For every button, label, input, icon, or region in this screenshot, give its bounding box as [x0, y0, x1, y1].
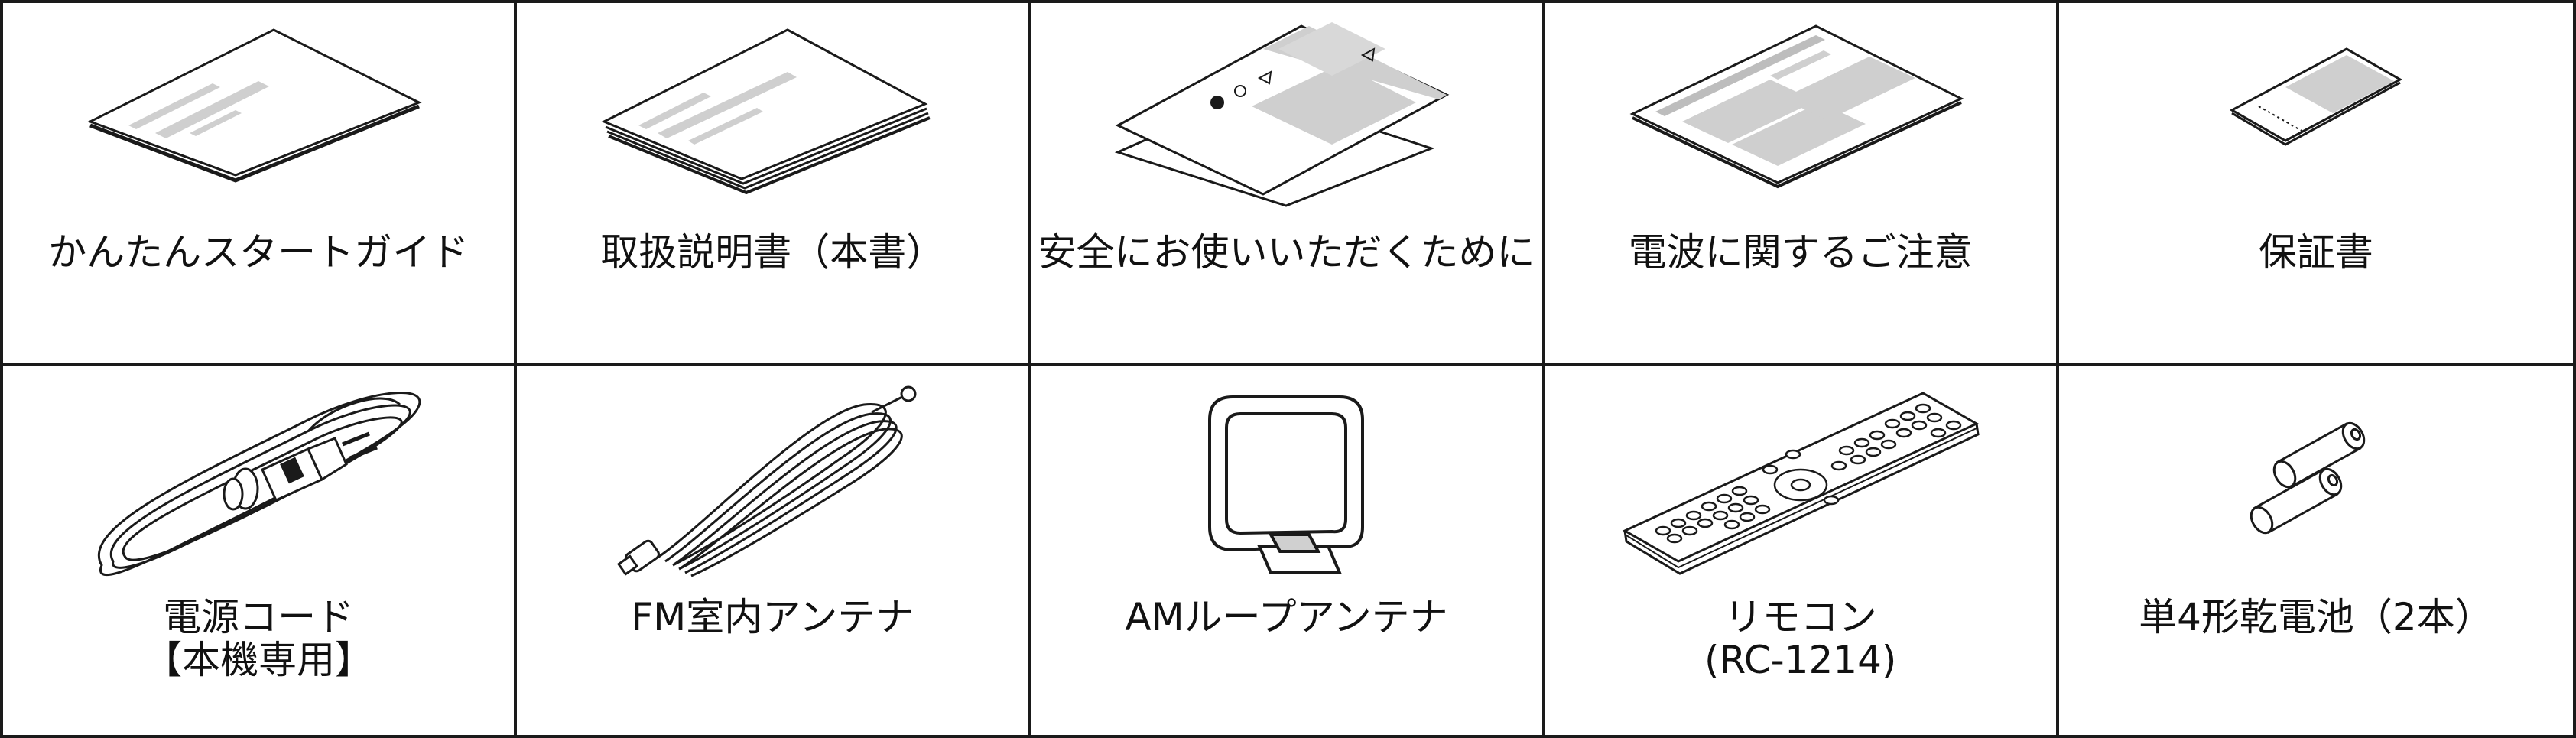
- accessory-cell-quick-start-guide: かんたんスタートガイド: [3, 3, 518, 366]
- accessory-label: リモコン (RC-1214): [1704, 595, 1897, 682]
- accessory-cell-am-loop-antenna: AMループアンテナ: [1031, 366, 1545, 735]
- remote-control-icon: [1622, 392, 1980, 575]
- am-loop-antenna-icon: [1208, 395, 1365, 574]
- accessory-cell-radio-wave-notice: 電波に関するご注意: [1545, 3, 2059, 366]
- aaa-batteries-icon: [2250, 421, 2366, 535]
- quick-start-guide-icon: [87, 28, 422, 183]
- accessory-label: 電源コード 【本機専用】: [144, 595, 374, 682]
- accessory-label: FM室内アンテナ: [631, 595, 914, 639]
- accessory-label: AMループアンテナ: [1125, 595, 1448, 639]
- accessory-cell-warranty-card: 保証書: [2058, 3, 2573, 366]
- safety-instructions-icon: [1115, 22, 1450, 207]
- owners-manual-icon: [601, 28, 931, 194]
- radio-wave-notice-icon: [1629, 24, 1964, 189]
- accessory-label: 電波に関するご注意: [1628, 230, 1973, 275]
- accessory-cell-power-cord: 電源コード 【本機専用】: [3, 366, 518, 735]
- fm-indoor-antenna-icon: [617, 385, 917, 577]
- accessory-label: かんたんスタートガイド: [48, 230, 469, 275]
- accessory-cell-safety-instructions: 安全にお使いいただくために: [1031, 3, 1545, 366]
- accessory-cell-remote-control: リモコン (RC-1214): [1545, 366, 2059, 735]
- accessory-cell-fm-indoor-antenna: FM室内アンテナ: [517, 366, 1031, 735]
- warranty-card-icon: [2229, 47, 2402, 146]
- accessory-cell-aaa-batteries: 単4形乾電池（2本）: [2059, 366, 2573, 735]
- accessory-label: 安全にお使いいただくために: [1038, 230, 1535, 275]
- power-cord-icon: [98, 392, 421, 577]
- accessory-label: 取扱説明書（本書）: [600, 230, 945, 275]
- accessory-label: 保証書: [2258, 230, 2373, 275]
- accessory-cell-owners-manual: 取扱説明書（本書）: [517, 3, 1031, 366]
- accessory-label: 単4形乾電池（2本）: [2139, 595, 2493, 639]
